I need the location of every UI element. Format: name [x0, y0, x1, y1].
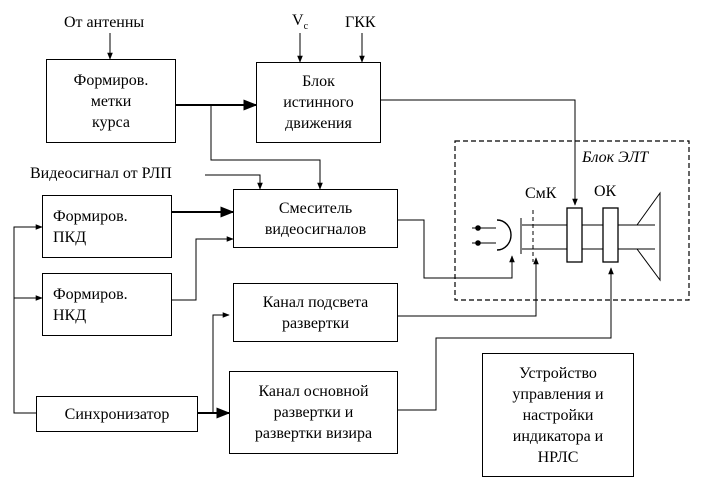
- gun-terminal-top: [475, 225, 481, 231]
- main-sweep-line-2: развертки и: [273, 404, 354, 421]
- wire-highlight-to-crt: [398, 257, 539, 317]
- video-mixer-block: Смеситель видеосигналов: [233, 189, 398, 248]
- crt-block-frame: [454, 140, 690, 301]
- wire-course-to-mixer: [210, 105, 323, 190]
- wire-sync-to-pkd: [13, 224, 43, 414]
- course-marker-line-2: метки: [90, 92, 132, 110]
- highlight-channel-block: Канал подсвета развертки: [233, 283, 398, 342]
- wire-nkd-to-mixer: [172, 236, 234, 301]
- gkk-input-label: ГКК: [345, 14, 376, 31]
- wire-motion-to-smk: [381, 99, 578, 206]
- electron-gun-icon: [496, 219, 512, 251]
- main-sweep-line-3: развертки визира: [254, 425, 373, 442]
- smk-label: СмК: [525, 185, 557, 202]
- wire-video-rlp: [205, 174, 263, 190]
- synchronizer-block: Синхронизатор: [36, 396, 198, 432]
- vc-label-subscript: c: [303, 21, 309, 33]
- course-marker-block: Формиров. метки курса: [46, 59, 176, 143]
- control-unit-line-4: индикатора и: [512, 427, 604, 445]
- control-unit-line-5: НРЛС: [537, 448, 579, 466]
- true-motion-line-1: Блок: [302, 73, 335, 90]
- pkd-block: Формиров. ПКД: [42, 195, 172, 258]
- mixer-line-2: видеосигналов: [264, 220, 367, 238]
- control-unit-line-1: Устройство: [519, 364, 597, 382]
- highlight-line-2: развертки: [281, 314, 350, 332]
- vc-label-text: V: [292, 12, 304, 29]
- nkd-line-1: Формиров.: [53, 285, 128, 303]
- nkd-block: Формиров. НКД: [42, 273, 172, 336]
- mixer-line-1: Смеситель: [278, 199, 353, 217]
- smk-coil: [566, 207, 583, 263]
- antenna-input-label: От антенны: [64, 14, 145, 31]
- wire-mixer-to-crt: [398, 219, 515, 279]
- ok-label: ОК: [594, 183, 617, 200]
- highlight-line-1: Канал подсвета: [262, 293, 369, 311]
- nkd-line-2: НКД: [53, 306, 87, 324]
- pkd-line-2: ПКД: [53, 228, 87, 246]
- true-motion-line-3: движения: [285, 115, 352, 132]
- control-unit-line-3: настройки: [522, 406, 594, 424]
- course-marker-line-3: курса: [92, 113, 130, 131]
- tube-flare: [636, 191, 661, 282]
- course-marker-line-1: Формиров.: [73, 71, 149, 89]
- wire-sync-to-highlight: [212, 312, 230, 413]
- wire-sweep-to-ok: [398, 267, 614, 411]
- main-sweep-line-1: Канал основной: [258, 383, 369, 400]
- synchronizer-label: Синхронизатор: [64, 405, 170, 423]
- video-rlp-label: Видеосигнал от РЛП: [30, 165, 172, 182]
- crt-block-title: Блок ЭЛТ: [582, 149, 649, 166]
- true-motion-line-2: истинного: [283, 94, 354, 111]
- gun-terminal-bottom: [475, 240, 481, 246]
- pkd-line-1: Формиров.: [53, 207, 128, 225]
- main-sweep-channel-block: Канал основной развертки и развертки виз…: [229, 371, 398, 454]
- control-unit-line-2: управления и: [512, 385, 604, 403]
- ok-coil: [602, 207, 619, 263]
- true-motion-block: Блок истинного движения: [256, 62, 381, 143]
- control-unit-block: Устройство управления и настройки индика…: [482, 353, 634, 477]
- vc-input-label: Vc: [292, 12, 308, 36]
